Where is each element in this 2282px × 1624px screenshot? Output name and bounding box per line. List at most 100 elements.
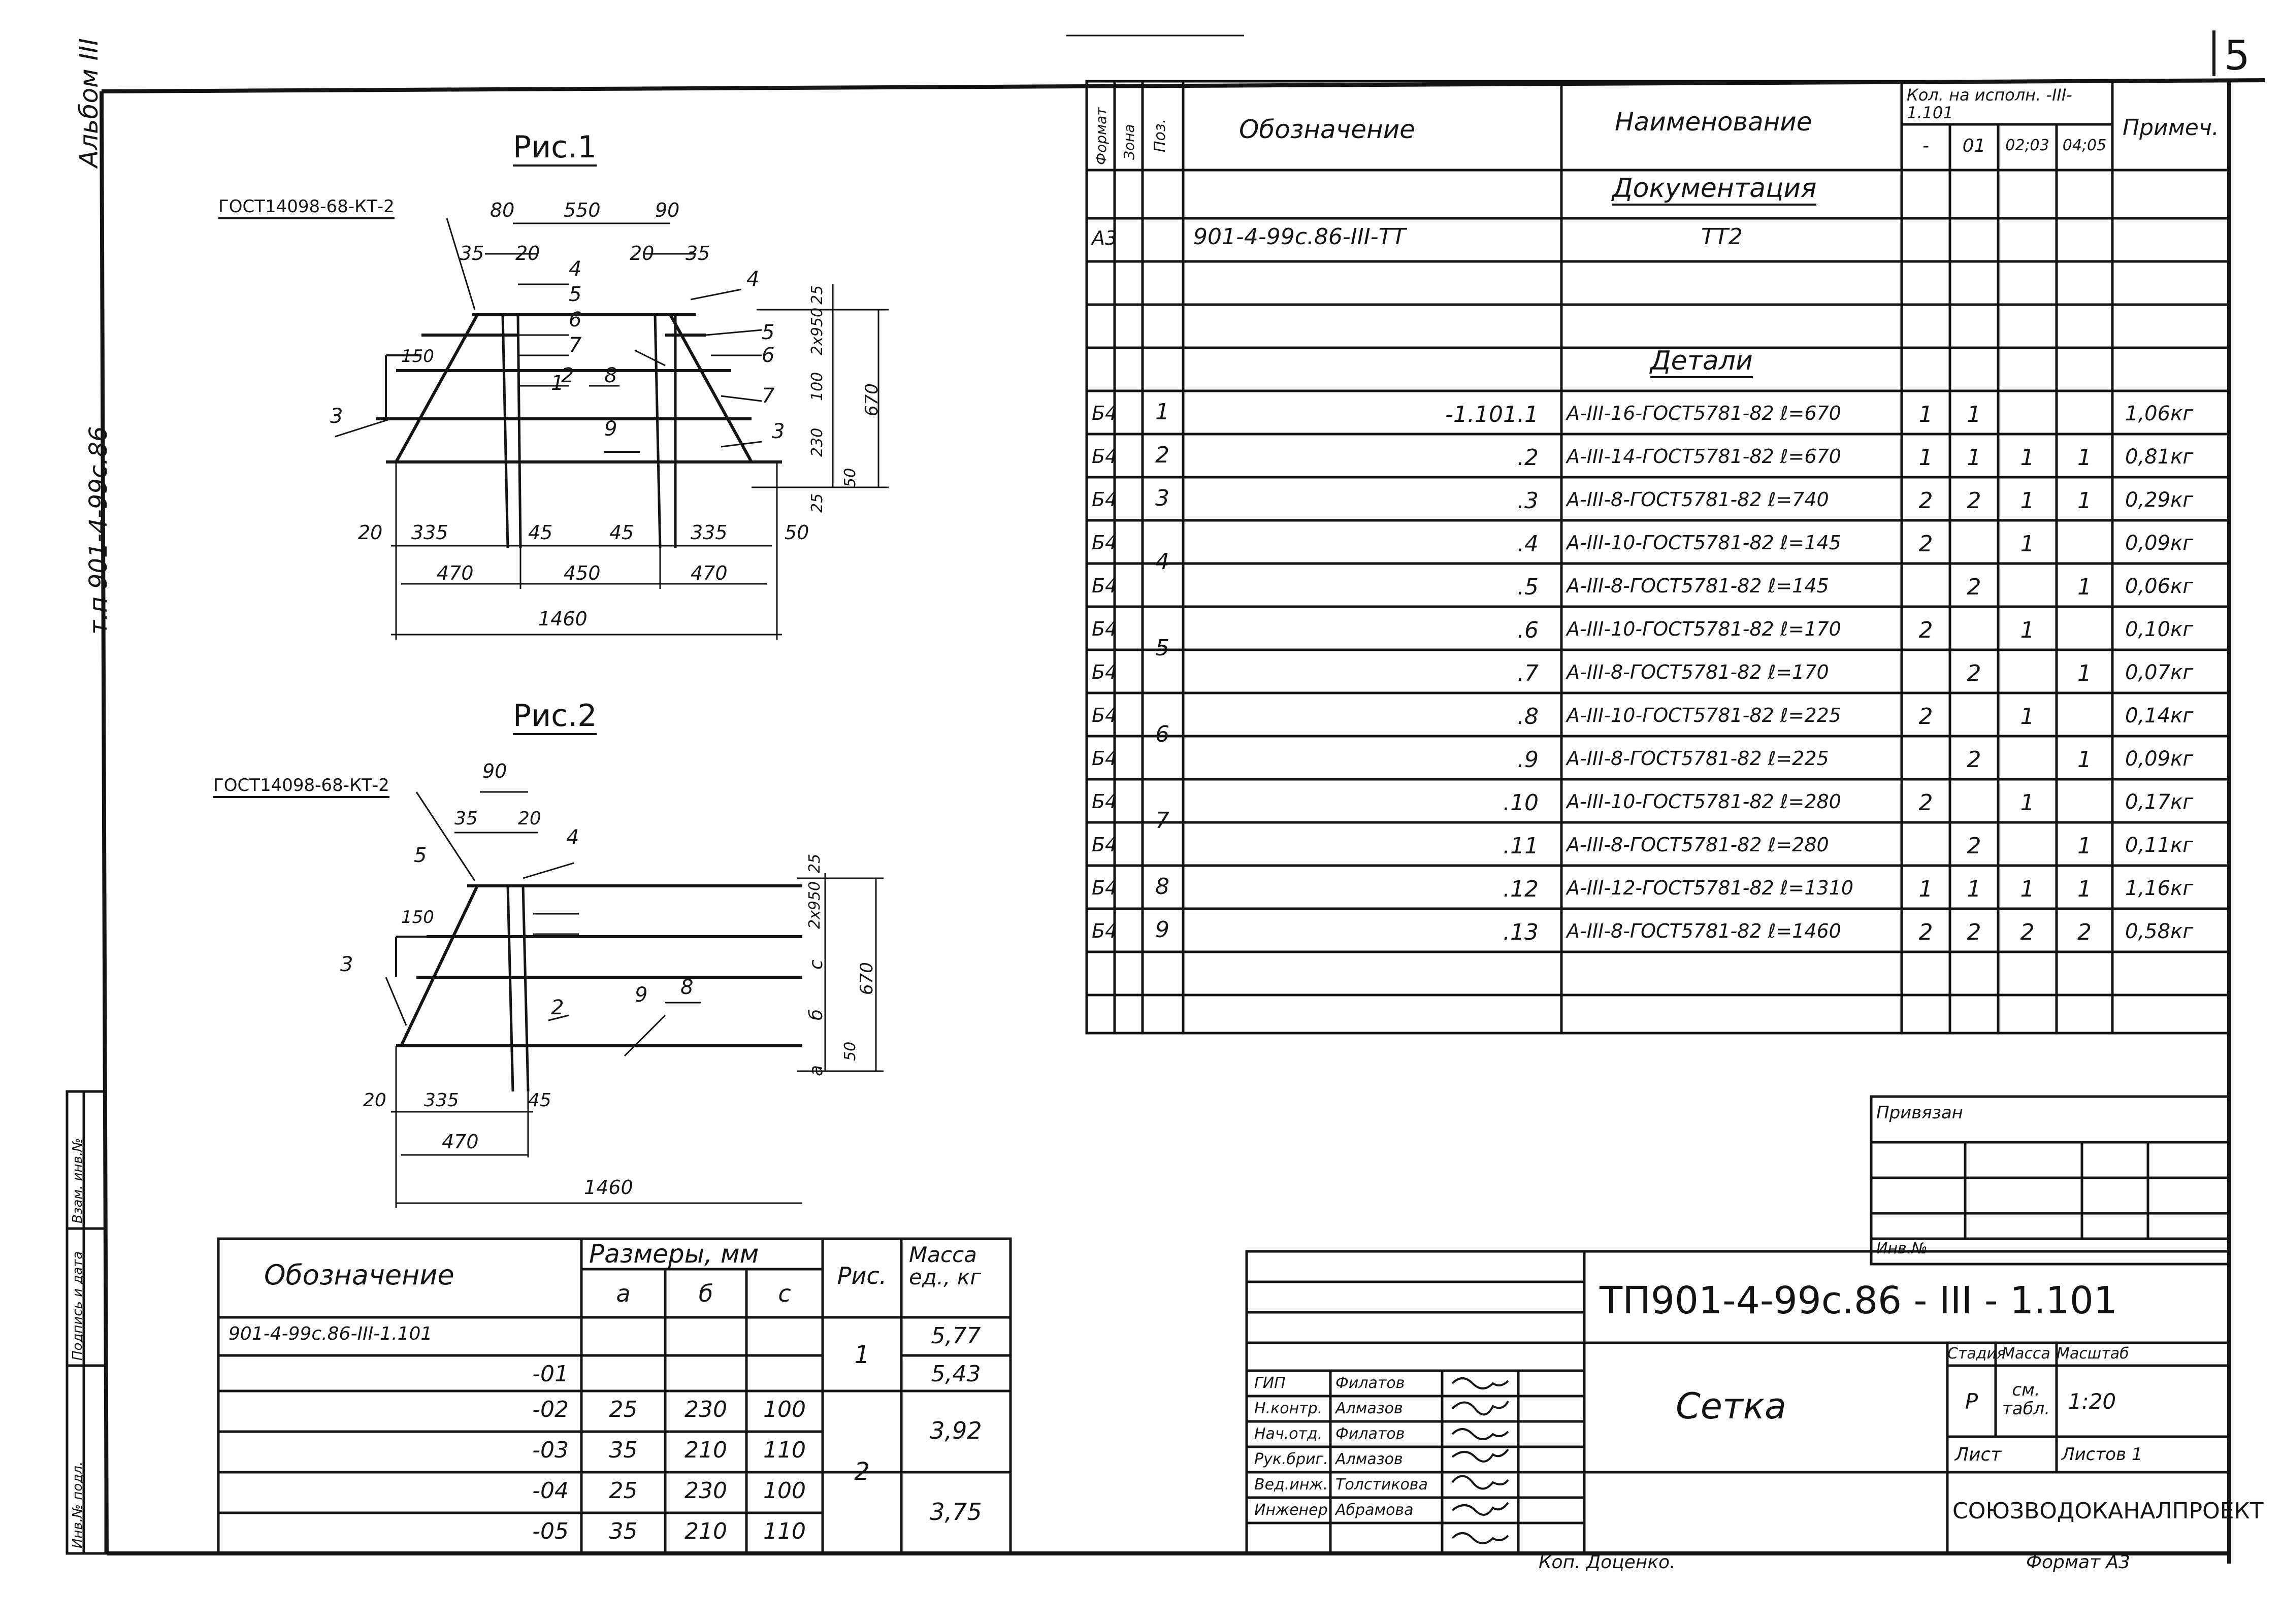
spec-row-format: Б4 [1092, 877, 1118, 899]
spec-row-qty: 1 [2020, 790, 2035, 816]
fig1-callout: 2 [561, 364, 574, 387]
fig1-dim: 335 [691, 521, 728, 544]
spec-row-qty: 1 [1967, 876, 1981, 902]
fig1-dim: 20 [515, 242, 540, 264]
spec-row-name: А-III-12-ГОСТ5781-82 ℓ=1310 [1567, 877, 1854, 899]
fig1-callout: 5 [569, 283, 582, 306]
spec-row-note: 0,09кг [2125, 747, 2194, 771]
spec-row-note: 0,81кг [2125, 445, 2194, 469]
fig2-vdim: 50 [841, 1041, 859, 1061]
staff-role: Нач.отд. [1254, 1425, 1323, 1443]
var-row-mass: 5,77 [931, 1323, 981, 1349]
fig1-callout: 4 [746, 268, 760, 291]
staff-surname: Алмазов [1335, 1450, 1403, 1468]
spec-row-format: Б4 [1092, 920, 1118, 942]
fig1-gost: ГОСТ14098-68-КТ-2 [218, 198, 395, 219]
var-row-b: 230 [684, 1397, 727, 1422]
spec-row-name: А-III-10-ГОСТ5781-82 ℓ=225 [1567, 704, 1841, 726]
spec-row-format: Б4 [1092, 834, 1118, 856]
fig1-callout: 4 [569, 257, 582, 281]
spec-row-designation: .13 [1503, 919, 1539, 945]
fig2-callout: 8 [680, 976, 694, 999]
spec-row-note: 1,06кг [2125, 402, 2194, 425]
page-number: 5 [2224, 32, 2250, 79]
staff-role: Н.контр. [1254, 1400, 1323, 1417]
spec-row-qty: 2 [1918, 790, 1933, 816]
spec-row-pos: 8 [1155, 874, 1169, 900]
spec-row-designation: .6 [1517, 617, 1539, 643]
spec-row-format: Б4 [1092, 618, 1118, 640]
drawing-name: Сетка [1676, 1385, 1786, 1427]
var-fig-group: 1 [854, 1341, 870, 1369]
var-mass-group: 3,92 [930, 1417, 982, 1444]
privyazan-title: Привязан [1876, 1103, 1963, 1123]
var-row-designation: 901-4-99с.86-III-1.101 [229, 1323, 433, 1344]
stage-value: Р [1965, 1389, 1978, 1414]
spec-row-format: Б4 [1092, 402, 1118, 424]
fig1-callout: 3 [772, 420, 785, 443]
side-code: т.п 901-4-99с.86 [84, 426, 113, 635]
fig1-dim: 35 [460, 242, 484, 264]
side-stamp-vzam: Взам. инв.№ [70, 1138, 85, 1223]
spec-row-qty: 2 [1918, 919, 1933, 945]
doc-code: ТП901-4-99с.86 - III - 1.101 [1600, 1279, 2117, 1322]
var-row-a: 25 [609, 1397, 638, 1422]
spec-row-format: Б4 [1092, 790, 1118, 813]
spec-row-qty: 1 [2077, 747, 2092, 773]
spec-row-format: Б4 [1092, 704, 1118, 726]
title-block-grid [1245, 1250, 2231, 1555]
spec-row-designation: .4 [1517, 531, 1539, 557]
spec-row-designation: .7 [1517, 660, 1539, 686]
fig1-callout: 9 [604, 417, 617, 441]
spec-row-qty: 2 [1967, 660, 1981, 686]
fig2-vdim: с [806, 959, 827, 970]
spec-row-qty: 1 [2077, 660, 2092, 686]
fig1-callout: 6 [762, 344, 775, 367]
fig2-callout: 5 [414, 844, 427, 867]
spec-row-qty: 2 [1967, 747, 1981, 773]
fig1-dim: 470 [691, 562, 728, 584]
staff-surname: Филатов [1335, 1425, 1405, 1443]
var-header-fig: Рис. [837, 1262, 887, 1289]
fig1-callout: 8 [604, 364, 617, 387]
spec-row-name: А-III-8-ГОСТ5781-82 ℓ=740 [1567, 488, 1829, 511]
spec-row-note: 0,06кг [2125, 575, 2194, 598]
fig1-callout: 3 [330, 405, 343, 428]
mass-value: см. табл. [2002, 1380, 2050, 1419]
fig2-vdim: 2х950 [806, 881, 824, 929]
mass-label: Масса [2002, 1345, 2050, 1363]
spec-row-name: А-III-8-ГОСТ5781-82 ℓ=145 [1567, 575, 1829, 597]
spec-row-format: Б4 [1092, 661, 1118, 683]
spec-header-designation: Обозначение [1239, 115, 1415, 144]
var-mass-group: 3,75 [930, 1498, 982, 1526]
fig2-callout: 2 [551, 996, 564, 1019]
fig1-vdim: 50 [841, 468, 859, 487]
staff-role: Вед.инж. [1254, 1476, 1328, 1494]
staff-role: ГИП [1254, 1374, 1286, 1392]
spec-row-name: А-III-10-ГОСТ5781-82 ℓ=170 [1567, 618, 1841, 640]
spec-row-qty: 1 [1967, 402, 1981, 427]
spec-doc-format: А3 [1092, 227, 1118, 249]
var-row-designation: -02 [532, 1397, 569, 1422]
spec-row-name: А-III-10-ГОСТ5781-82 ℓ=280 [1567, 790, 1841, 813]
fig1-callout: 7 [762, 384, 775, 408]
spec-row-pos: 3 [1155, 485, 1169, 511]
spec-doc-name: ТТ2 [1701, 224, 1743, 250]
spec-row-designation: .11 [1503, 833, 1539, 859]
staff-role: Инженер [1254, 1501, 1328, 1519]
var-fig-group: 2 [854, 1457, 870, 1486]
fig2-dim: 35 [454, 808, 478, 829]
spec-header-pos: Поз. [1151, 118, 1169, 152]
spec-row-name: А-III-16-ГОСТ5781-82 ℓ=670 [1567, 402, 1841, 424]
sheets-label: Листов 1 [2062, 1444, 2143, 1465]
format-label: Формат А3 [2026, 1552, 2131, 1573]
signatures [1451, 1377, 1509, 1544]
fig1-vdim: 25 [808, 493, 826, 513]
fig2-dim: 90 [482, 760, 507, 782]
spec-row-qty: 1 [2077, 488, 2092, 514]
fig2-dim: 335 [424, 1090, 459, 1111]
fig1-dim: 45 [528, 521, 553, 544]
side-stamp-inv: Инв.№ подл. [70, 1461, 85, 1548]
var-row-designation: -03 [532, 1437, 569, 1463]
